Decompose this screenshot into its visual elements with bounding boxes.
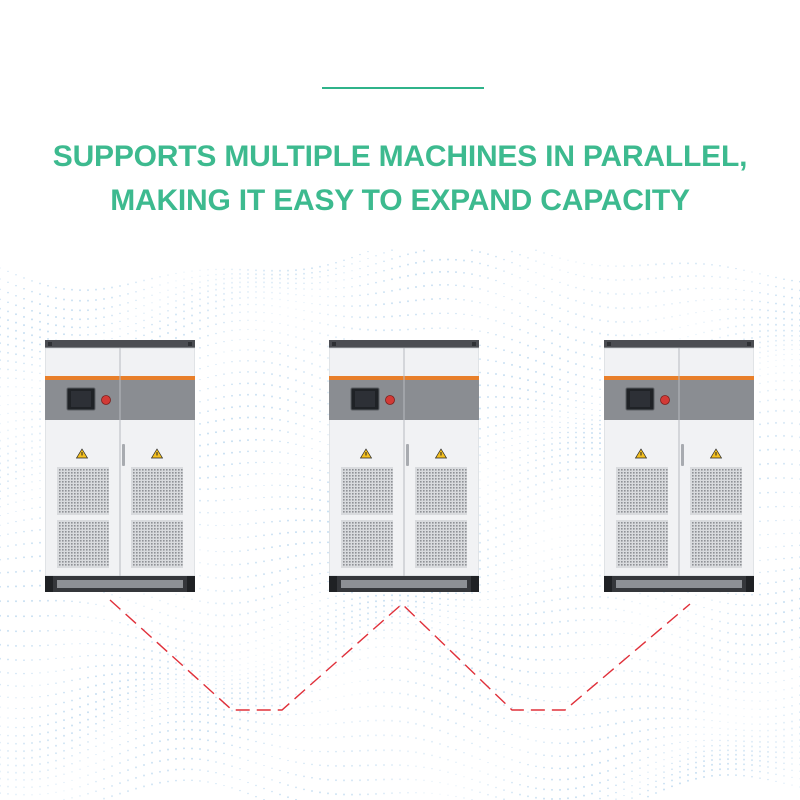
warning-triangle-icon <box>634 448 648 459</box>
display-screen-icon <box>350 387 380 411</box>
display-screen-icon <box>66 387 96 411</box>
red-stop-button-icon <box>660 395 670 405</box>
warning-triangle-icon <box>359 448 373 459</box>
red-stop-button-icon <box>101 395 111 405</box>
accent-divider-line <box>322 87 484 89</box>
warning-triangle-icon <box>150 448 164 459</box>
warning-triangle-icon <box>434 448 448 459</box>
headline-line-1: SUPPORTS MULTIPLE MACHINES IN PARALLEL, <box>52 140 748 173</box>
cabinet-1 <box>45 340 195 592</box>
cabinet-2 <box>329 340 479 592</box>
headline-line-2: MAKING IT EASY TO EXPAND CAPACITY <box>110 184 690 217</box>
red-stop-button-icon <box>385 395 395 405</box>
display-screen-icon <box>625 387 655 411</box>
warning-triangle-icon <box>75 448 89 459</box>
warning-triangle-icon <box>709 448 723 459</box>
cabinet-3 <box>604 340 754 592</box>
